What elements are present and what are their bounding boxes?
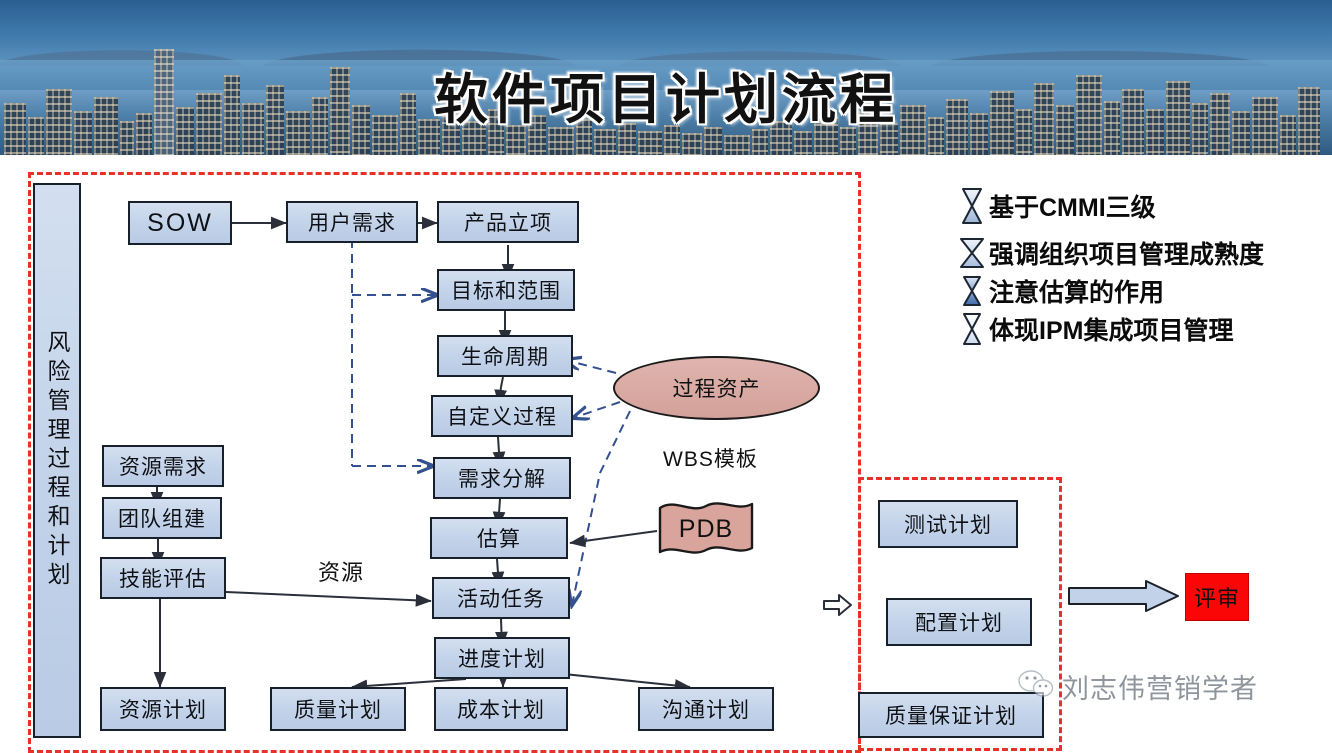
node-pdb[interactable]: PDB [657, 498, 755, 560]
page-title: 软件项目计划流程 [434, 70, 898, 130]
label-resource-edge: 资源 [318, 560, 365, 585]
node-review[interactable]: 评审 [1185, 573, 1249, 621]
banner-cityscape [0, 45, 1332, 155]
node-cost-plan[interactable]: 成本计划 [434, 687, 568, 731]
hourglass-icon [955, 187, 989, 225]
node-quality-assurance-plan[interactable]: 质量保证计划 [858, 692, 1044, 738]
wechat-icon [1018, 669, 1054, 704]
node-schedule-plan[interactable]: 进度计划 [434, 637, 570, 679]
hourglass-icon [955, 312, 989, 346]
legend: 基于CMMI三级 强调组织项目管理成熟度 [955, 187, 1305, 351]
diagram-canvas: 风险管理过程和计划 SOW 用户需求 产品立项 目标和范围 生命周期 自定义过程… [0, 155, 1332, 753]
node-estimation[interactable]: 估算 [430, 517, 568, 559]
label-wbs-template: WBS模板 [663, 448, 758, 471]
node-custom-process[interactable]: 自定义过程 [431, 395, 573, 437]
legend-item-label: 注意估算的作用 [989, 279, 1165, 307]
header-banner: 软件项目计划流程 [0, 0, 1332, 155]
node-resource-requirement[interactable]: 资源需求 [102, 445, 224, 487]
node-resource-plan[interactable]: 资源计划 [100, 687, 226, 731]
watermark: 刘志伟营销学者 [1018, 667, 1258, 706]
watermark-text: 刘志伟营销学者 [1062, 674, 1258, 704]
node-requirement-decomposition[interactable]: 需求分解 [433, 457, 571, 499]
legend-item-0: 基于CMMI三级 [955, 187, 1305, 225]
node-configuration-plan[interactable]: 配置计划 [886, 598, 1032, 646]
node-life-cycle[interactable]: 生命周期 [437, 335, 573, 377]
legend-item-1: 强调组织项目管理成熟度 [955, 235, 1305, 271]
hourglass-icon [955, 275, 989, 307]
legend-item-3: 体现IPM集成项目管理 [955, 311, 1305, 347]
banner-hills [0, 26, 1332, 66]
node-communication-plan[interactable]: 沟通计划 [638, 687, 774, 731]
node-quality-plan[interactable]: 质量计划 [270, 687, 406, 731]
node-team-building[interactable]: 团队组建 [102, 497, 222, 539]
node-user-requirement[interactable]: 用户需求 [286, 201, 418, 243]
node-sow[interactable]: SOW [128, 201, 232, 245]
node-activity-task[interactable]: 活动任务 [432, 577, 570, 619]
hourglass-icon [955, 237, 989, 269]
node-risk-management[interactable]: 风险管理过程和计划 [33, 183, 81, 738]
banner-water [0, 60, 1332, 90]
node-skill-assessment[interactable]: 技能评估 [100, 557, 226, 599]
node-process-asset[interactable]: 过程资产 [613, 356, 820, 420]
legend-item-2: 注意估算的作用 [955, 273, 1305, 309]
node-test-plan[interactable]: 测试计划 [878, 500, 1018, 548]
flag-shape-icon [658, 502, 754, 554]
legend-item-label: 强调组织项目管理成熟度 [989, 241, 1265, 269]
legend-item-label: 体现IPM集成项目管理 [989, 317, 1234, 345]
review-block-arrow-icon [1068, 580, 1179, 612]
region-link-arrow-icon [823, 594, 852, 616]
node-product-initiation[interactable]: 产品立项 [437, 201, 579, 243]
node-goal-and-scope[interactable]: 目标和范围 [437, 269, 575, 311]
legend-item-label: 基于CMMI三级 [989, 194, 1156, 222]
node-pdb-label: PDB [678, 514, 734, 543]
